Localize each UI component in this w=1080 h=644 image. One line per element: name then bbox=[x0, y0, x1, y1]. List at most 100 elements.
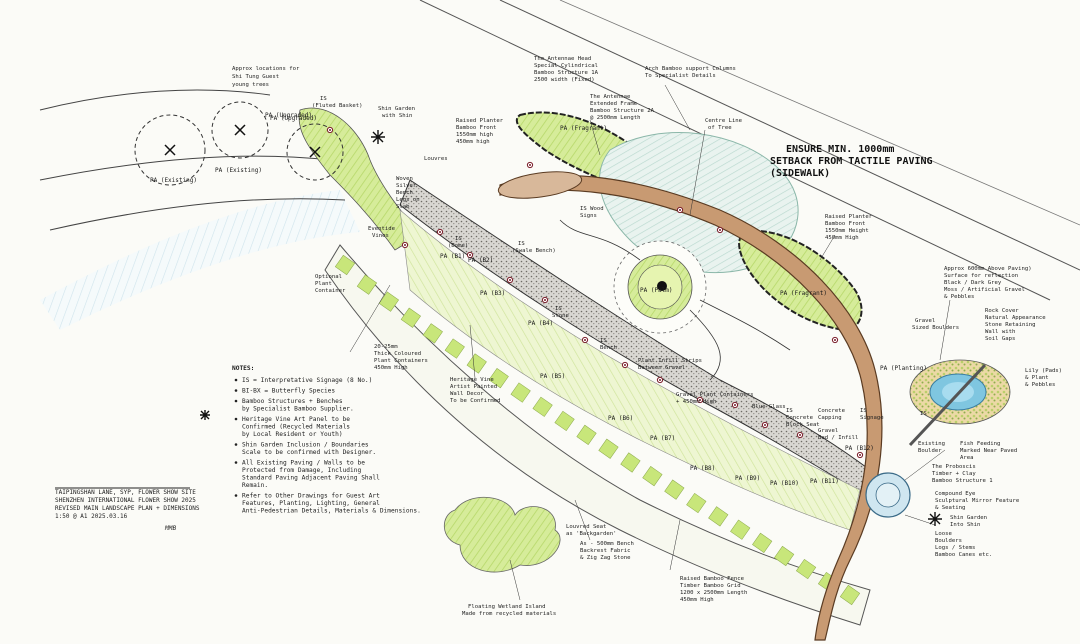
label-line: Loose bbox=[935, 531, 952, 537]
label-louvres: Louvres bbox=[424, 156, 448, 162]
label-line: 1550mm Height bbox=[825, 228, 869, 234]
signage-marker-dot bbox=[859, 454, 861, 456]
paver-square bbox=[488, 368, 509, 389]
label-woven-silver-bench: Woven Silver Bench Legs on Slab bbox=[396, 176, 420, 210]
label-line: (Fluted Basket) bbox=[312, 103, 363, 109]
label-centre-line: Centre Line of Tree bbox=[705, 118, 743, 131]
label-line: SETBACK FROM TACTILE PAVING bbox=[770, 156, 933, 167]
label-line: Bench bbox=[600, 345, 617, 351]
signage-marker-dot bbox=[404, 244, 406, 246]
pa-zone-label: PA (B8) bbox=[690, 465, 715, 472]
label-landscape-plant: Lily (Pads) & Plant & Pebbles bbox=[1025, 368, 1062, 388]
label-line: Natural Appearance bbox=[985, 315, 1046, 321]
signage-marker-dot bbox=[734, 404, 736, 406]
pa-zone-label: PA (B7) bbox=[650, 435, 675, 442]
label-line: (SIDEWALK) bbox=[770, 168, 830, 179]
label-line: Boulders bbox=[935, 538, 962, 544]
label-line: IS bbox=[518, 241, 525, 247]
label-line: Extended Frame bbox=[590, 101, 638, 107]
paver-square bbox=[598, 438, 619, 459]
label-line: Raised Planter bbox=[825, 214, 873, 220]
pa-zone-label: PA (Fragrant) bbox=[780, 290, 827, 297]
note-bullet bbox=[234, 378, 238, 382]
label-setback: ENSURE MIN. 1000mm SETBACK FROM TACTILE … bbox=[770, 144, 933, 179]
label-line: Special Cylindrical bbox=[534, 63, 598, 69]
note-bullet bbox=[234, 461, 238, 464]
floating-wetland-island bbox=[443, 496, 561, 573]
signage-marker-dot bbox=[469, 254, 471, 256]
label-line: Wall with bbox=[985, 329, 1015, 335]
note-line: IS = Interpretative Signage (8 No.) bbox=[242, 377, 372, 384]
pa-zone-label: PA (Upgraded) bbox=[270, 115, 317, 122]
label-line: IS bbox=[555, 306, 562, 312]
leader-lines bbox=[349, 84, 951, 601]
label-line: Signage bbox=[860, 415, 884, 421]
label-line: (Dome) bbox=[448, 243, 468, 249]
notes-title: NOTES: bbox=[232, 365, 254, 372]
label-line: ENSURE MIN. 1000mm bbox=[786, 144, 894, 155]
label-line: Gravel bbox=[915, 318, 935, 324]
path-small-labels: IS (Dome) IS (Swale Bench) IS Stone Plan… bbox=[448, 206, 927, 441]
title-block: TAIPINGSHAN LANE, SYP, FLOWER SHOW SITE … bbox=[55, 487, 200, 532]
label-shn-garden-bottom: Shin Garden Into Shin bbox=[950, 515, 987, 528]
label-raised-planter-right: Raised Planter Bamboo Front 1550mm Heigh… bbox=[825, 214, 873, 241]
label-line: 1550mm high bbox=[456, 132, 493, 138]
label-line: @ 2500mm Length bbox=[590, 115, 641, 121]
label-line: Surface for reflection bbox=[944, 273, 1018, 279]
pa-zone-label: PA (B6) bbox=[608, 415, 633, 422]
paver-square bbox=[774, 545, 795, 567]
label-line: Floating Wetland Island bbox=[468, 604, 545, 610]
signage-marker-dot bbox=[699, 399, 701, 401]
note-line: Refer to Other Drawings for Guest Art bbox=[242, 493, 380, 500]
title-line: SHENZHEN INTERNATIONAL FLOWER SHOW 2025 bbox=[55, 497, 196, 504]
signage-marker-dot bbox=[509, 279, 511, 281]
label-line: Thick Coloured bbox=[374, 351, 421, 357]
label-wetland: Floating Wetland Island Made from recycl… bbox=[462, 604, 556, 617]
label-line: with Shin bbox=[382, 113, 412, 119]
label-approx-600: Approx 600mm Above Paving) Surface for r… bbox=[944, 266, 1032, 300]
label-line: Sized Boulders bbox=[912, 325, 959, 331]
paver-square bbox=[466, 353, 487, 374]
label-line: Into Shin bbox=[950, 522, 980, 528]
note-line: by Specialist Bamboo Supplier. bbox=[242, 406, 354, 413]
label-line: Bench bbox=[396, 190, 413, 196]
signage-marker-dot bbox=[329, 129, 331, 131]
label-optional-plant-container: Optional Plant Container bbox=[315, 274, 346, 294]
label-louvred-seat: Louvred Seat as 'Backgarden' bbox=[566, 524, 617, 537]
label-granite-stone: Gravel Sized Boulders bbox=[912, 318, 959, 331]
note-line: Approx locations for bbox=[232, 66, 300, 72]
paver-square bbox=[664, 479, 685, 500]
top-left-note: Approx locations for Shi Tung Guest youn… bbox=[232, 66, 300, 88]
label-line: Centre Line bbox=[705, 118, 743, 124]
paver-square bbox=[730, 519, 751, 540]
label-line: Made from recycled materials bbox=[462, 611, 556, 617]
label-line: Shin Garden bbox=[950, 515, 987, 521]
label-line: Silver bbox=[396, 183, 417, 189]
label-rock-edge: Rock Cover Natural Appearance Stone Reta… bbox=[985, 308, 1046, 342]
label-line: & Pebbles bbox=[944, 294, 974, 300]
signage-marker-dot bbox=[439, 231, 441, 233]
label-line: Stone Retaining bbox=[985, 322, 1036, 328]
label-line: IS Wood bbox=[580, 206, 604, 212]
label-line: Black / Dark Grey bbox=[944, 280, 1002, 286]
label-line: Bamboo Structure 1A bbox=[534, 70, 599, 76]
antenna-head bbox=[497, 171, 583, 199]
label-line: & Seating bbox=[935, 505, 965, 511]
paver-square bbox=[510, 382, 531, 403]
label-line: (Swale Bench) bbox=[512, 248, 556, 254]
label-line: Plant bbox=[315, 281, 332, 287]
pa-zone-label: PA (B9) bbox=[735, 475, 760, 482]
label-line: Louvred Seat bbox=[566, 524, 606, 530]
tree-tag: PA (Upgraded) bbox=[265, 112, 312, 119]
centre-circle-planter bbox=[559, 219, 791, 381]
label-antennae-extended: The Antennae Extended Frame Bamboo Struc… bbox=[590, 94, 655, 121]
label-arch-bamboo: Arch Bamboo support Columns To Specialis… bbox=[645, 66, 736, 79]
label-line: 450mm High bbox=[374, 365, 408, 371]
label-line: Bamboo Canes etc. bbox=[935, 552, 992, 558]
note-line: Heritage Vine Art Panel to be bbox=[242, 416, 350, 423]
tree-tag: PA (Existing) bbox=[150, 177, 197, 184]
paver-square bbox=[795, 558, 817, 580]
label-line: Timber Bamboo Grid bbox=[680, 583, 741, 589]
label-line: & Pebbles bbox=[1025, 382, 1055, 388]
